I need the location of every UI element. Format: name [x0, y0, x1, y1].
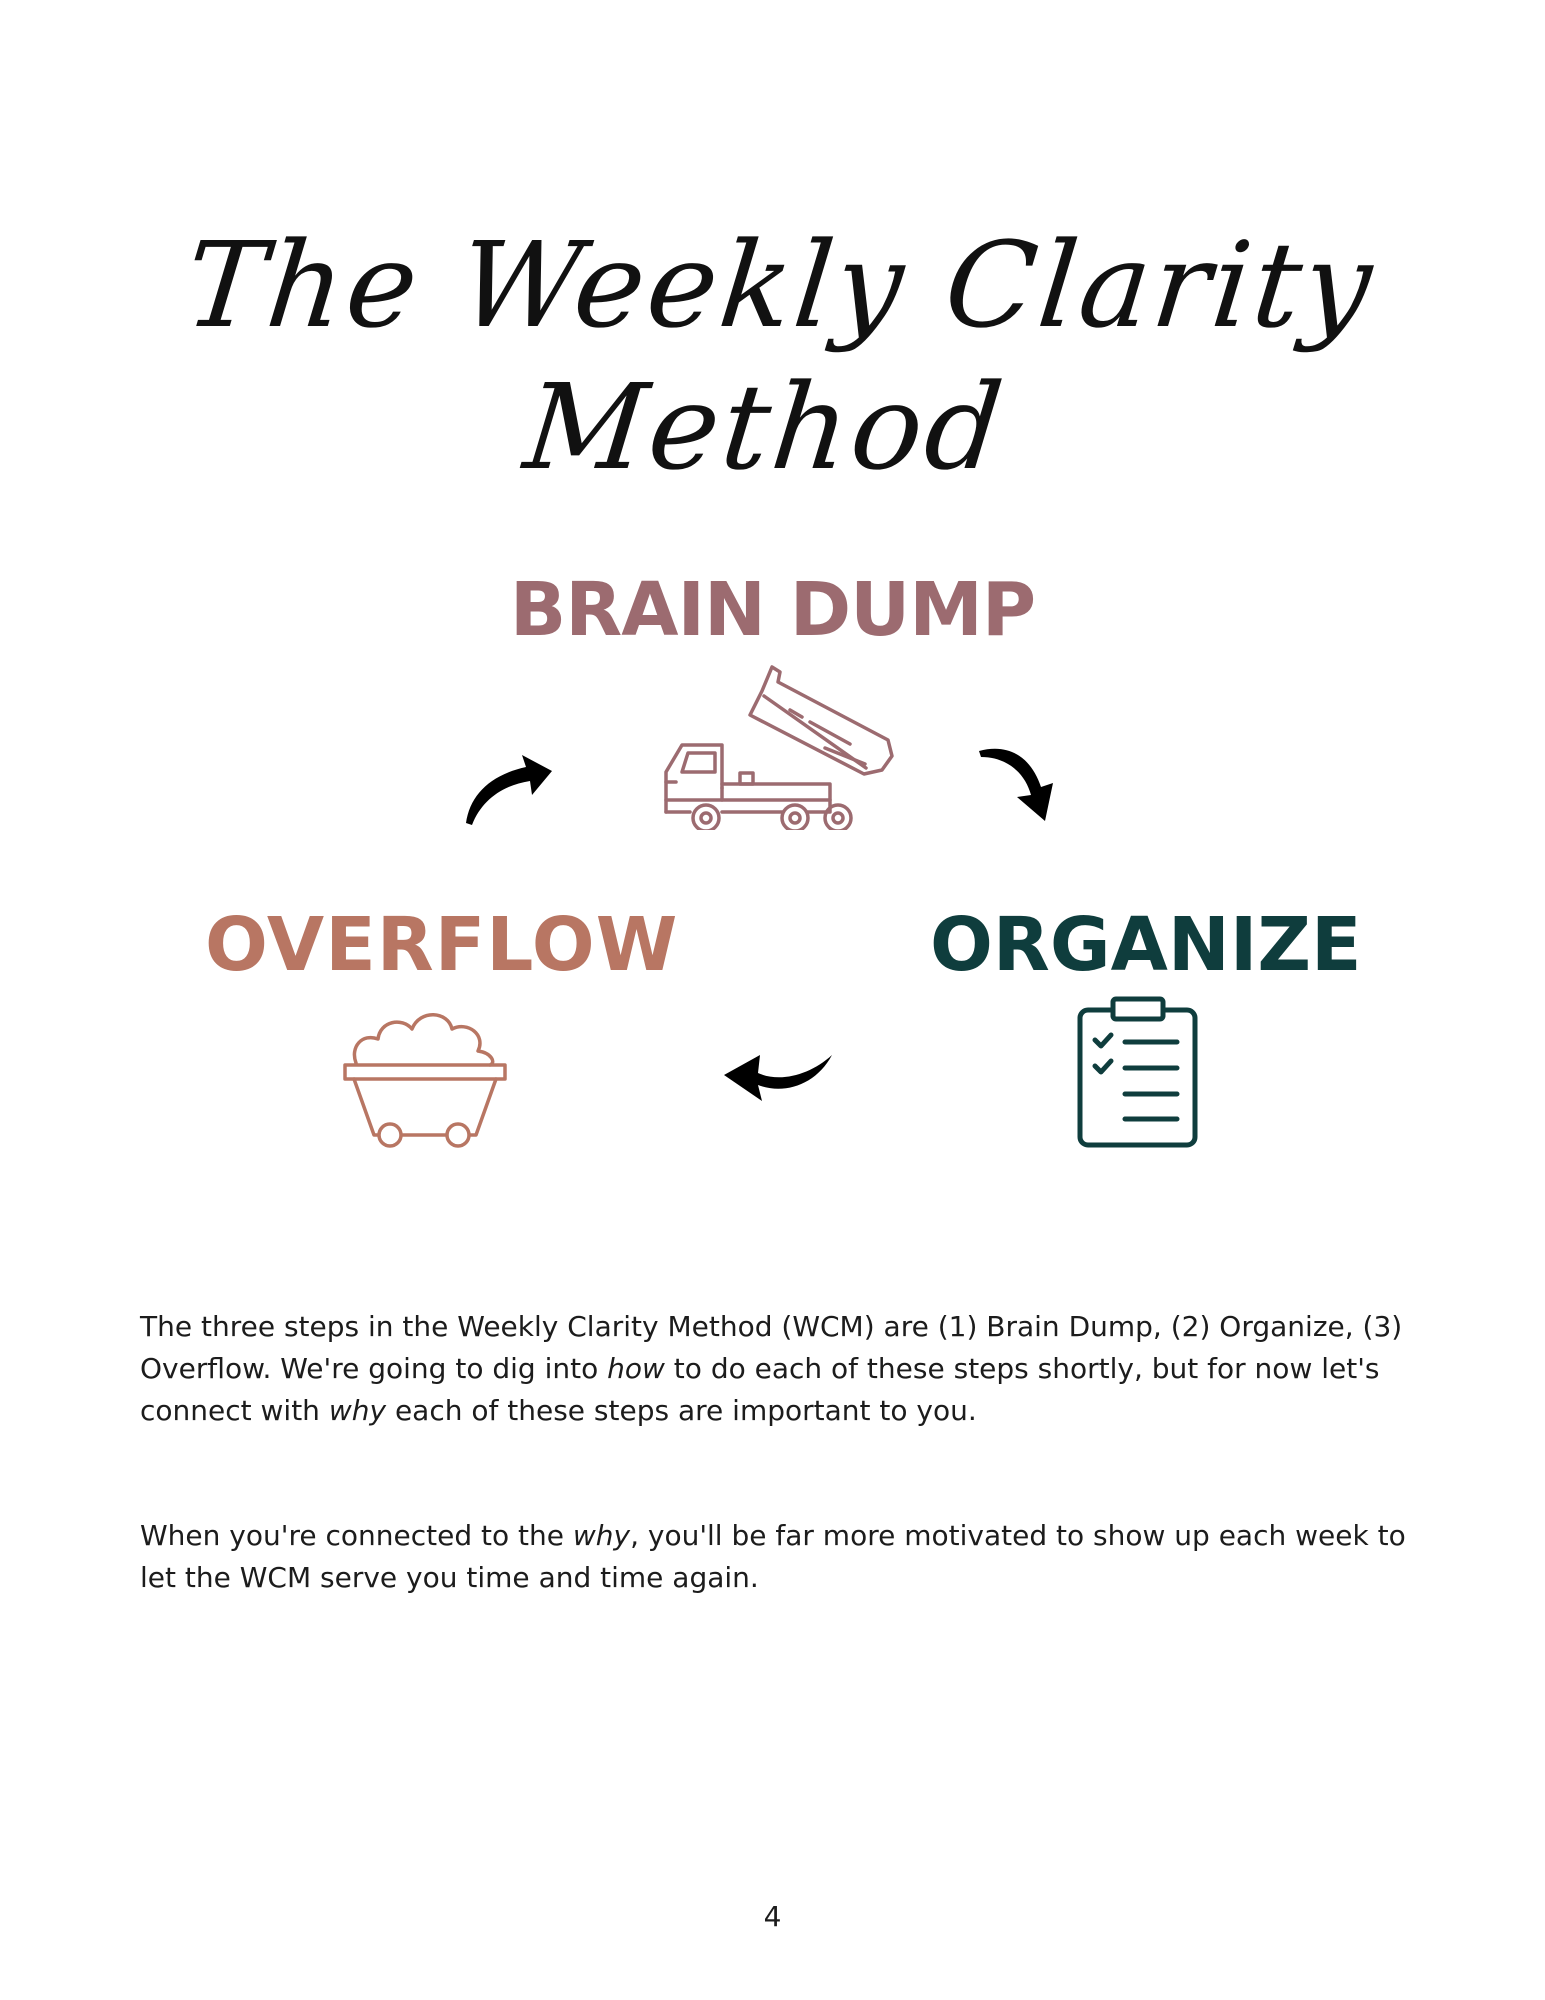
organize-label: ORGANIZE — [930, 902, 1362, 988]
page-title: The Weekly Clarity Method — [179, 216, 1381, 496]
text-run: each of these steps are important to you… — [386, 1394, 977, 1427]
page-number: 4 — [763, 1900, 782, 1933]
clipboard-checklist-icon — [1077, 996, 1198, 1148]
motivation-paragraph: When you're connected to the why, you'll… — [140, 1515, 1410, 1599]
text-run: When you're connected to the — [140, 1519, 573, 1552]
arrow-up-right-icon — [466, 755, 552, 825]
emphasis-how: how — [607, 1352, 665, 1385]
emphasis-why: why — [328, 1394, 387, 1427]
overflow-cart-icon — [343, 1013, 507, 1148]
arrow-left-icon — [724, 1055, 832, 1101]
text-run: , you'll be far more motivated to show u… — [140, 1519, 1406, 1594]
overflow-label: OVERFLOW — [205, 902, 679, 988]
dump-truck-icon — [664, 665, 894, 830]
brain-dump-label: BRAIN DUMP — [509, 567, 1036, 653]
emphasis-why: why — [572, 1519, 631, 1552]
text-run: to do each of these steps shortly, but f… — [140, 1352, 1380, 1427]
text-run: The three steps in the Weekly Clarity Me… — [140, 1310, 1403, 1385]
intro-paragraph: The three steps in the Weekly Clarity Me… — [140, 1306, 1410, 1432]
arrow-down-right-icon — [979, 748, 1053, 821]
